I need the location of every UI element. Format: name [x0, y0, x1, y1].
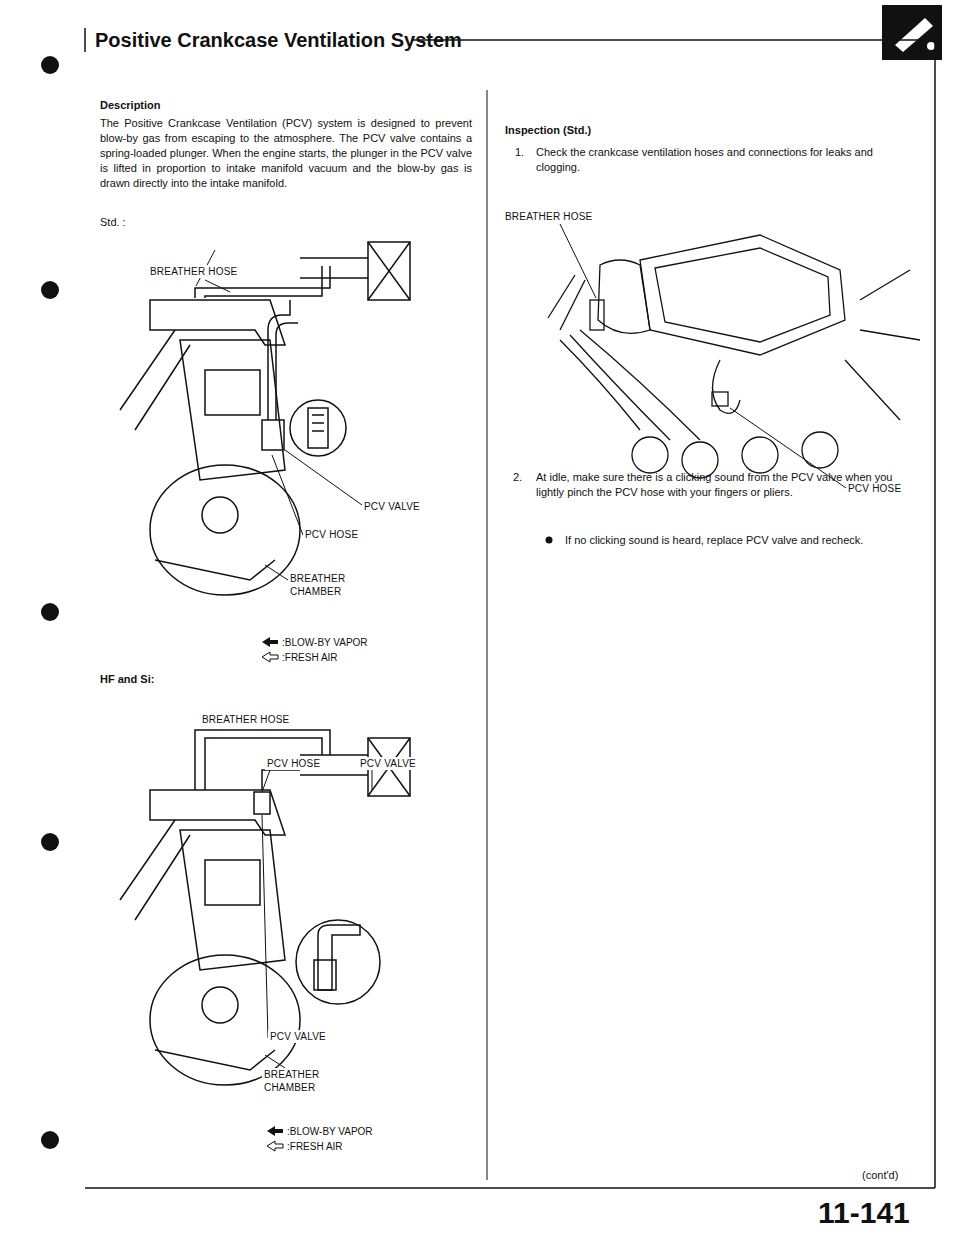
part-label: PCV HOSE — [265, 757, 322, 770]
step-number: 1. — [515, 145, 524, 160]
page-frame — [85, 28, 935, 1188]
leader-lines — [560, 224, 846, 488]
page-title: Positive Crankcase Ventilation System — [95, 28, 462, 52]
step-number: 2. — [513, 470, 522, 485]
part-label: PCV VALVE — [358, 757, 418, 770]
step-text: Check the crankcase ventilation hoses an… — [536, 145, 916, 175]
variant-label: Std. : — [100, 215, 126, 230]
hf-si-engine-illustration — [120, 730, 410, 1085]
std-engine-illustration — [120, 242, 410, 595]
page-number: 11-141 — [818, 1196, 910, 1230]
part-label: BREATHER CHAMBER — [288, 572, 362, 598]
part-label: PCV HOSE — [846, 482, 903, 495]
bullet-dot — [546, 537, 553, 544]
part-label: BREATHER HOSE — [148, 265, 239, 278]
legend-text: :BLOW-BY VAPOR — [287, 1125, 373, 1138]
leader-lines — [205, 280, 362, 580]
part-label: PCV VALVE — [362, 500, 422, 513]
leader-lines — [262, 770, 372, 1068]
section-icon — [882, 5, 942, 60]
part-label: BREATHER CHAMBER — [262, 1068, 336, 1094]
legend-text: :FRESH AIR — [287, 1140, 343, 1153]
part-label: PCV HOSE — [303, 528, 360, 541]
punch-marks — [41, 56, 59, 1149]
legend-text: :BLOW-BY VAPOR — [282, 636, 368, 649]
section-heading: Description — [100, 98, 161, 113]
step-text: At idle, make sure there is a clicking s… — [536, 470, 916, 500]
body-text: The Positive Crankcase Ventilation (PCV)… — [100, 116, 472, 191]
section-heading: Inspection (Std.) — [505, 123, 591, 138]
legend-text: :FRESH AIR — [282, 651, 338, 664]
part-label: BREATHER HOSE — [200, 713, 291, 726]
part-label: PCV VALVE — [268, 1030, 328, 1043]
continued-note: (cont'd) — [862, 1168, 898, 1183]
part-label: BREATHER HOSE — [503, 210, 594, 223]
variant-label: HF and Si: — [100, 672, 154, 687]
note-text: If no clicking sound is heard, replace P… — [565, 533, 915, 548]
engine-top-view-illustration — [548, 235, 920, 478]
